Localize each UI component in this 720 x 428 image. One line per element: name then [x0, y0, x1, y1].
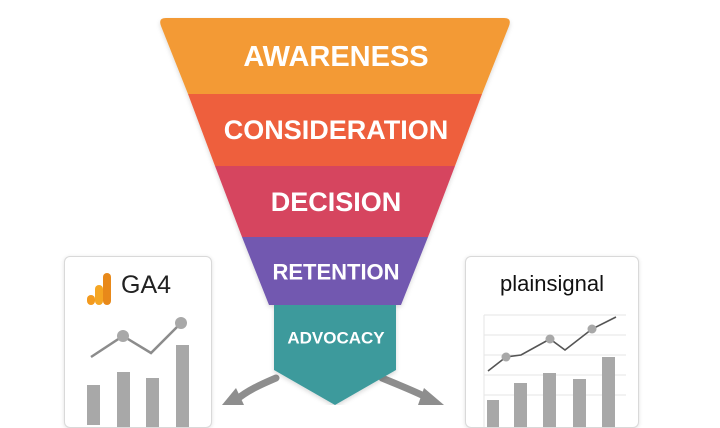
stage-label-awareness: AWARENESS	[243, 41, 428, 73]
funnel-stage-advocacy	[274, 305, 396, 405]
right-curved-arrow-icon	[378, 374, 444, 405]
plainsignal-title: plainsignal	[500, 271, 604, 296]
left-curved-arrow-icon	[222, 374, 280, 405]
funnel-stage-retention	[242, 237, 428, 305]
line-bar-chart-icon	[483, 314, 626, 427]
ga4-card: GA4	[64, 256, 212, 428]
stage-label-consideration: CONSIDERATION	[224, 115, 449, 145]
stage-label-advocacy: ADVOCACY	[287, 329, 385, 348]
funnel-diagram: AWARENESS CONSIDERATION DECISION RETENTI…	[160, 18, 510, 405]
ga4-title: GA4	[121, 271, 172, 299]
plainsignal-card: plainsignal	[465, 256, 639, 428]
funnel-stage-awareness	[160, 18, 510, 94]
ga4-logo-icon	[87, 273, 111, 305]
ga4-trend-chart-icon	[87, 317, 189, 427]
funnel-stage-decision	[215, 166, 455, 237]
funnel-stage-consideration	[188, 94, 482, 166]
stage-label-retention: RETENTION	[272, 260, 399, 285]
stage-label-decision: DECISION	[271, 187, 402, 217]
